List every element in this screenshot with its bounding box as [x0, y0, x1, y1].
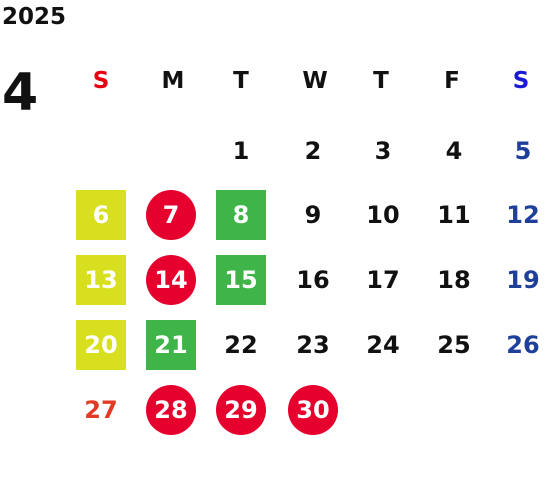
day-cell-10: 10 [366, 201, 400, 229]
day-cell-9: 9 [304, 201, 322, 229]
day-cell-14: 14 [146, 255, 196, 305]
weekday-tuesday: T [233, 68, 249, 94]
weekday-monday: M [161, 68, 185, 94]
day-cell-5: 5 [514, 137, 532, 165]
day-cell-25: 25 [437, 331, 471, 359]
weekday-friday: F [444, 68, 460, 94]
calendar-year: 2025 [2, 4, 67, 30]
day-cell-18: 18 [437, 266, 471, 294]
calendar-month: 4 [2, 63, 39, 123]
day-cell-26: 26 [506, 331, 540, 359]
day-cell-4: 4 [445, 137, 463, 165]
day-cell-11: 11 [437, 201, 471, 229]
day-cell-20: 20 [76, 320, 126, 370]
day-cell-29: 29 [216, 385, 266, 435]
day-cell-7: 7 [146, 190, 196, 240]
day-cell-3: 3 [374, 137, 392, 165]
weekday-thursday: T [373, 68, 389, 94]
day-cell-19: 19 [506, 266, 540, 294]
weekday-wednesday: W [302, 68, 328, 94]
day-cell-16: 16 [296, 266, 330, 294]
day-cell-23: 23 [296, 331, 330, 359]
day-cell-28: 28 [146, 385, 196, 435]
day-cell-2: 2 [304, 137, 322, 165]
day-cell-30: 30 [288, 385, 338, 435]
day-cell-1: 1 [232, 137, 250, 165]
day-cell-21: 21 [146, 320, 196, 370]
day-cell-15: 15 [216, 255, 266, 305]
day-cell-24: 24 [366, 331, 400, 359]
day-cell-13: 13 [76, 255, 126, 305]
day-cell-8: 8 [216, 190, 266, 240]
weekday-saturday: S [512, 68, 530, 94]
day-cell-22: 22 [224, 331, 258, 359]
weekday-sunday: S [92, 68, 110, 94]
day-cell-17: 17 [366, 266, 400, 294]
day-cell-27: 27 [84, 396, 118, 424]
day-cell-6: 6 [76, 190, 126, 240]
day-cell-12: 12 [506, 201, 540, 229]
